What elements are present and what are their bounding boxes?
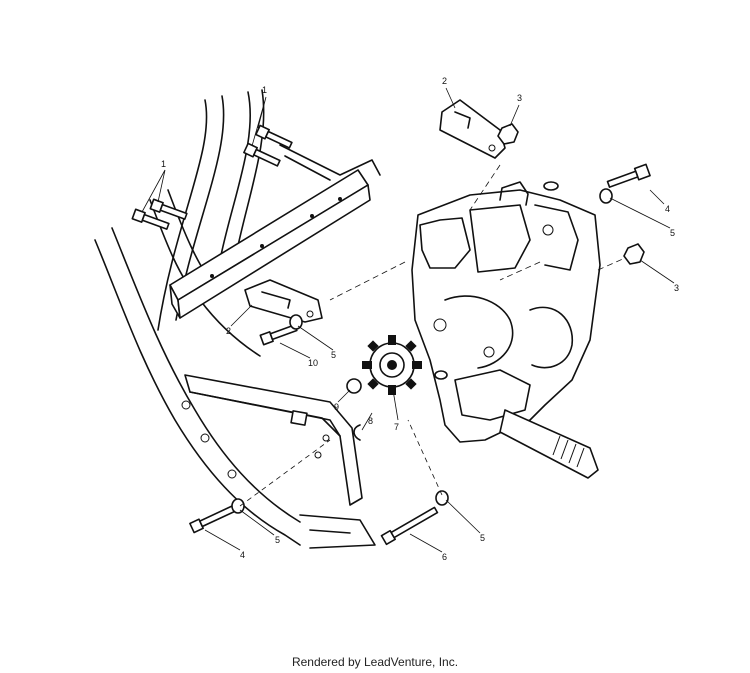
callout-5-lower-left: 5 xyxy=(275,535,280,545)
callout-1-lower: 1 xyxy=(161,159,166,169)
callout-5-middle: 5 xyxy=(331,350,336,360)
callout-3-right: 3 xyxy=(674,283,679,293)
callout-9: 9 xyxy=(334,402,339,412)
transmission-housing xyxy=(329,164,626,479)
callout-leaders xyxy=(141,87,675,553)
callout-4-right: 4 xyxy=(665,204,670,214)
lower-bracket-plate xyxy=(184,374,363,506)
frame-tubes xyxy=(94,89,381,549)
callout-7: 7 xyxy=(394,422,399,432)
lower-mount-bracket xyxy=(244,279,323,323)
upper-mount-bracket xyxy=(439,99,506,159)
callout-labels: 1 1 2 3 4 5 3 2 10 5 9 8 7 4 5 6 5 xyxy=(161,76,679,562)
nuts-and-washers xyxy=(231,123,645,514)
callout-1-upper: 1 xyxy=(262,85,267,95)
callout-3-upper: 3 xyxy=(517,93,522,103)
callout-2-upper: 2 xyxy=(442,76,447,86)
callout-4-lower: 4 xyxy=(240,550,245,560)
callout-8: 8 xyxy=(368,416,373,426)
callout-5-lower-right: 5 xyxy=(480,533,485,543)
bolts xyxy=(131,124,651,546)
footer-credit: Rendered by LeadVenture, Inc. xyxy=(291,655,459,669)
callout-2-lower: 2 xyxy=(226,326,231,336)
upper-mounting-rail xyxy=(169,169,371,319)
callout-5-right: 5 xyxy=(670,228,675,238)
callout-6: 6 xyxy=(442,552,447,562)
callout-10: 10 xyxy=(308,358,318,368)
drive-sprocket xyxy=(362,335,422,395)
